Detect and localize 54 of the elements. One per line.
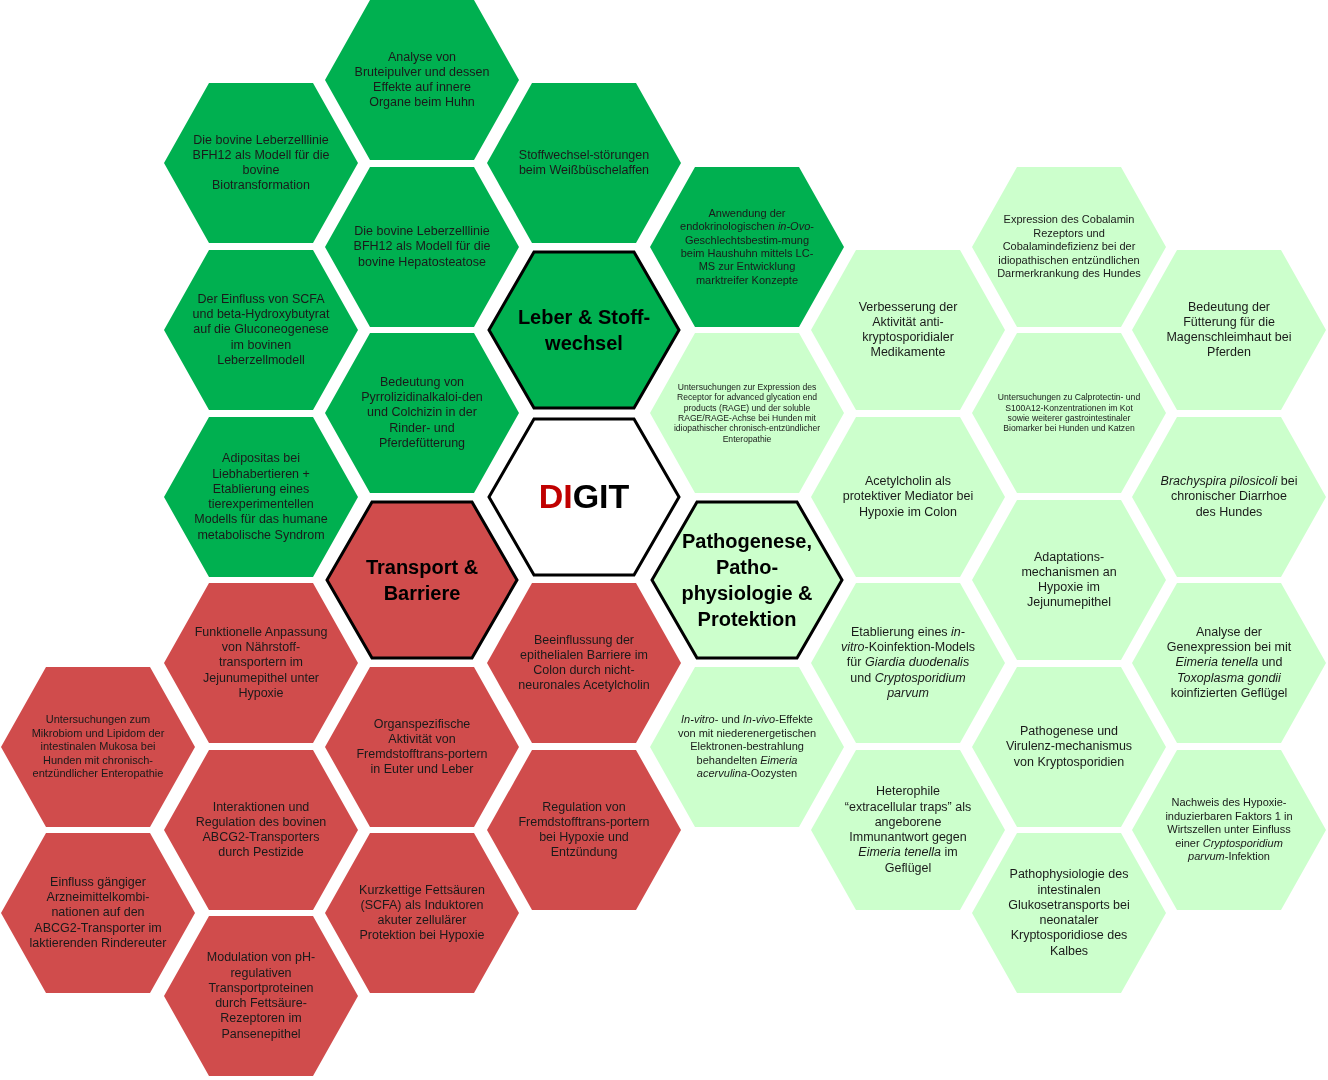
topic-text: Organspezifische Aktivität von Fremdstofftrans-portern in Euter und Leber <box>355 716 489 778</box>
topic-text: Heterophile “extracellular traps” als angeborene Immunantwort gegen Eimeria tenella im Geflügel <box>843 784 973 876</box>
topic-text: Brachyspira pilosicoli bei chronischer Diarrhoe des Hundes <box>1160 474 1298 520</box>
topic-text: Einfluss gängiger Arzneimittelkombi-nationen auf den ABCG2-Transporter im laktierenden Rindereuter <box>29 874 167 952</box>
topic-text: Funktionelle Anpassung von Nährstoff-transportern im Jejunumepithel unter Hypoxie <box>193 624 329 702</box>
topic-text: In-vitro- und In-vivo-Effekte von mit niederenergetischen Elektronen-bestrahlung behandelten Eimeria acervulina-Oozysten <box>676 713 818 781</box>
topic-text: Verbesserung der Aktivität anti-kryptosporidialer Medikamente <box>857 299 959 361</box>
topic-text: Beeinflussung der epithelialen Barriere im Colon durch nicht-neuronales Acetylcholin <box>517 632 651 694</box>
topic-hexagon <box>163 749 359 911</box>
topic-text: Anwendung der endokrinologischen in-Ovo-Geschlechtsbestim-mung beim Haushuhn mittels LC-MS zur Entwicklung marktreifer Konzepte <box>679 206 815 288</box>
topic-hexagon <box>649 166 845 328</box>
topic-hexagon <box>163 582 359 744</box>
topic-hexagon <box>163 416 359 578</box>
topic-text: Expression des Cobalamin Rezeptors und Cobalamindefizienz bei der idiopathischen entzündlichen Darmerkrankung des Hundes <box>996 213 1142 281</box>
topic-text: Stoffwechsel-störungen beim Weißbüschelaffen <box>517 147 651 179</box>
topic-text: Bedeutung von Pyrrolizidinalkaloi-den und Colchizin in der Rinder- und Pferdefütterung <box>360 374 484 452</box>
topic-text: Interaktionen und Regulation des bovinen ABCG2-Transporters durch Pestizide <box>194 799 328 861</box>
topic-hexagon <box>649 332 845 494</box>
topic-hexagon <box>810 749 1006 911</box>
topic-text: Die bovine Leberzelllinie BFH12 als Modell für die bovine Biotransformation <box>192 132 330 194</box>
topic-text: Analyse der Genexpression bei mit Eimeria tenella und Toxoplasma gondii koinfizierten Geflügel <box>1165 624 1293 702</box>
topic-text: Adaptations-mechanismen an Hypoxie im Jejunumepithel <box>1020 549 1118 611</box>
topic-text: Bedeutung der Fütterung für die Magenschleimhaut bei Pferden <box>1165 299 1293 361</box>
cluster-title: Leber & Stoff-wechsel <box>516 305 652 356</box>
topic-hexagon <box>163 249 359 411</box>
topic-text: Pathogenese und Virulenz-mechanismus von Kryptosporidien <box>1004 724 1134 770</box>
topic-text: Nachweis des Hypoxie-induzierbaren Faktors 1 in Wirtszellen unter Einfluss einer Cryptosporidium parvum-Infektion <box>1164 796 1294 864</box>
topic-text: Acetylcholin als protektiver Mediator bei Hypoxie im Colon <box>841 474 975 520</box>
topic-text: Regulation von Fremdstofftrans-portern bei Hypoxie und Entzündung <box>517 799 651 861</box>
topic-hexagon <box>971 166 1167 328</box>
topic-hexagon <box>971 666 1167 828</box>
topic-text: Etablierung eines in-vitro-Koinfektion-Models für Giardia duodenalis und Cryptosporidium parvum <box>839 624 977 702</box>
topic-hexagon <box>1131 749 1327 911</box>
cluster-title: Transport & Barriere <box>364 555 480 606</box>
topic-hexagon <box>971 832 1167 994</box>
topic-hexagon <box>0 832 196 994</box>
topic-text: Kurzkettige Fettsäuren (SCFA) als Induktoren akuter zellulärer Protektion bei Hypoxie <box>358 882 486 944</box>
topic-text: Adipositas bei Liebhabertieren + Etablierung eines tierexperimentellen Modells für das humane metabolische Syndrom <box>193 451 329 543</box>
topic-hexagon <box>324 832 520 994</box>
center-title: DIGIT <box>537 476 631 518</box>
topic-hexagon <box>1131 582 1327 744</box>
topic-text: Der Einfluss von SCFA und beta-Hydroxybutyrat auf die Gluconeogenese im bovinen Leberzellmodell <box>192 291 330 369</box>
topic-text: Untersuchungen zu Calprotectin- und S100A12-Konzentrationen im Kot sowie weiterer gastrointestinaler Biomarker bei Hunden und Katzen <box>996 392 1142 434</box>
topic-hexagon <box>324 666 520 828</box>
topic-text: Pathophysiologie des intestinalen Glukosetransports bei neonataler Kryptosporidiose des Kalbes <box>1007 867 1131 959</box>
topic-hexagon <box>649 666 845 828</box>
topic-text: Modulation von pH-regulativen Transportproteinen durch Fettsäure-Rezeptoren im Pansenepithel <box>205 950 317 1042</box>
topic-hexagon <box>0 666 196 828</box>
topic-text: Analyse von Bruteipulver und dessen Effekte auf innere Organe beim Huhn <box>353 49 491 111</box>
topic-text: Untersuchungen zum Mikrobiom und Lipidom der intestinalen Mukosa bei Hunden mit chronisch-entzündlicher Enteropathie <box>30 713 166 781</box>
topic-hexagon <box>486 749 682 911</box>
topic-text: Die bovine Leberzelllinie BFH12 als Modell für die bovine Hepatosteatose <box>353 224 491 270</box>
topic-text: Untersuchungen zur Expression des Receptor for advanced glycation end products (RAGE) und der soluble RAGE/RAGE-Achse bei Hunden mit idiopathischer chronisch-entzündlicher Enteropathie <box>672 381 822 445</box>
cluster-title: Pathogenese, Patho-physiologie & Protektion <box>680 529 814 632</box>
